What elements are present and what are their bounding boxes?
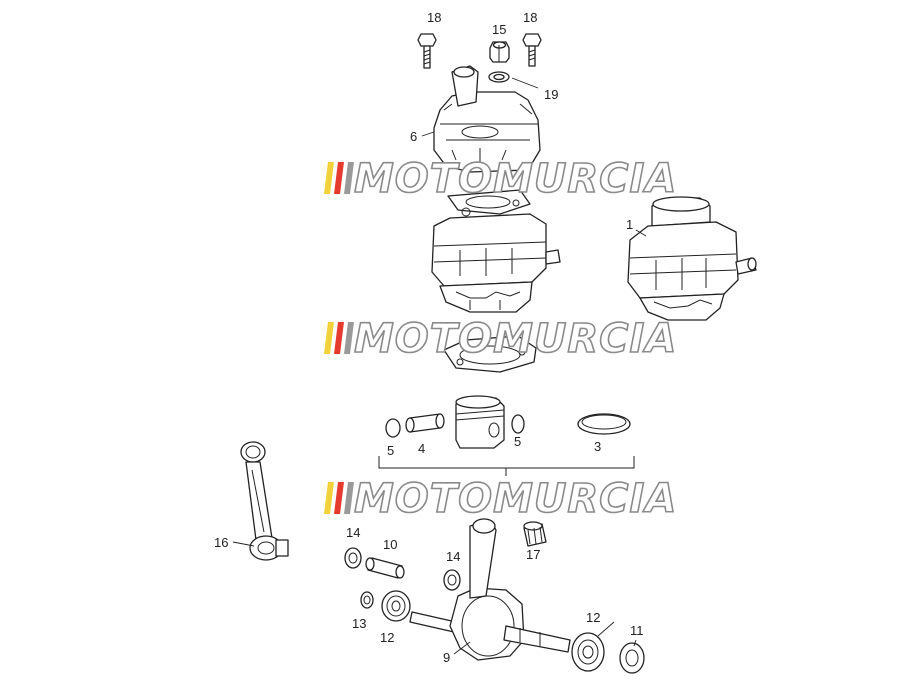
watermark-text: MOTOMURCIA	[354, 316, 677, 362]
callout-16: 16	[214, 535, 228, 550]
callout-19: 19	[544, 87, 558, 102]
cylinder-head-6[interactable]	[433, 65, 541, 173]
callout-11: 11	[630, 623, 644, 638]
callout-12-right: 12	[586, 610, 600, 625]
watermark-logo-stripes	[324, 162, 354, 194]
bolt-18-right[interactable]	[522, 33, 542, 67]
washer-19[interactable]	[488, 71, 510, 83]
cylinder-center[interactable]	[431, 213, 561, 313]
callout-13: 13	[352, 616, 366, 631]
circlip-5-right[interactable]	[511, 414, 525, 434]
callout-17: 17	[526, 547, 540, 562]
cylinder-assembly-1[interactable]	[627, 196, 757, 321]
callout-3: 3	[594, 439, 601, 454]
callout-12-left: 12	[380, 630, 394, 645]
bearing-12-left[interactable]	[381, 590, 411, 622]
watermark-text: MOTOMURCIA	[354, 476, 677, 522]
callout-14-right: 14	[446, 549, 460, 564]
bolt-18-left[interactable]	[417, 33, 437, 69]
watermark-logo-stripes	[324, 482, 354, 514]
callout-5-right: 5	[514, 434, 521, 449]
callout-18-left: 18	[427, 10, 441, 25]
bearing-17[interactable]	[523, 521, 547, 547]
bearing-12-right[interactable]	[571, 632, 605, 672]
piston[interactable]	[455, 395, 505, 449]
callout-9: 9	[443, 650, 450, 665]
piston-pin-4[interactable]	[405, 413, 445, 433]
piston-ring-3[interactable]	[577, 413, 631, 435]
cylinder-lower-gasket[interactable]	[443, 335, 537, 373]
watermark-top: MOTOMURCIA	[324, 155, 677, 203]
cylinder-base-gasket[interactable]	[447, 189, 531, 217]
crankshaft-9[interactable]	[409, 518, 571, 661]
oil-seal-11[interactable]	[619, 642, 645, 674]
watermark-bottom: MOTOMURCIA	[324, 475, 677, 523]
nut-15[interactable]	[489, 41, 510, 63]
watermark-logo-stripes	[324, 322, 354, 354]
watermark-middle: MOTOMURCIA	[324, 315, 677, 363]
watermark-text: MOTOMURCIA	[354, 156, 677, 202]
seal-14-right[interactable]	[443, 569, 461, 591]
piston-group-bracket	[378, 456, 635, 476]
callout-18-right: 18	[523, 10, 537, 25]
circlip-5-left[interactable]	[385, 418, 401, 438]
leader-lines	[232, 77, 647, 655]
pin-10[interactable]	[365, 557, 405, 579]
washer-13[interactable]	[360, 591, 374, 609]
seal-14-left[interactable]	[344, 547, 362, 569]
callout-10: 10	[383, 537, 397, 552]
callout-1: 1	[626, 217, 633, 232]
connecting-rod-16[interactable]	[240, 441, 289, 561]
callout-14-left: 14	[346, 525, 360, 540]
callout-6: 6	[410, 129, 417, 144]
callout-4: 4	[418, 441, 425, 456]
callout-15: 15	[492, 22, 506, 37]
callout-5-left: 5	[387, 443, 394, 458]
